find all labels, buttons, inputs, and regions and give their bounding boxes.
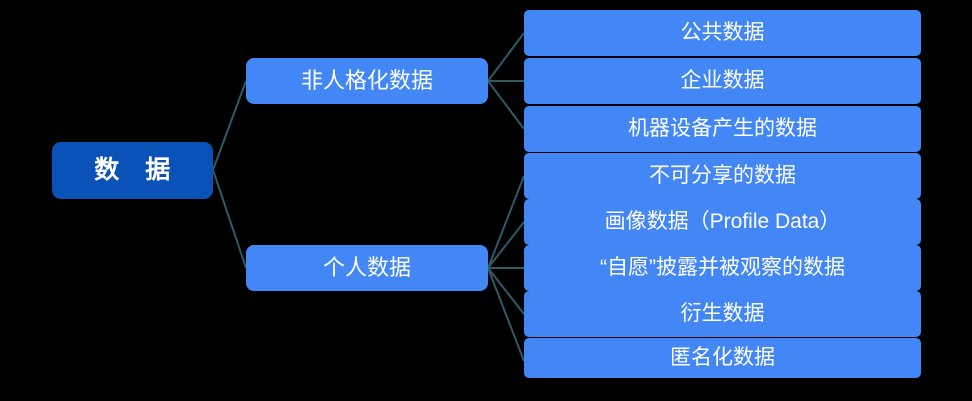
connector-branch-2-to-leaf-4 [487,175,525,269]
node-leaf-non-shareable-data[interactable]: 不可分享的数据 [524,153,921,199]
node-leaf-profile-data[interactable]: 画像数据（Profile Data） [524,199,921,245]
connector-branch-1-to-leaf-1 [487,32,525,82]
connector-branch-2-to-leaf-8 [487,267,525,362]
node-leaf-machine-generated-data[interactable]: 机器设备产生的数据 [524,106,921,152]
node-branch-non-personal-data[interactable]: 非人格化数据 [246,58,488,104]
node-leaf-public-data[interactable]: 公共数据 [524,10,921,56]
node-leaf-voluntarily-disclosed-observed-data[interactable]: “自愿”披露并被观察的数据 [524,245,921,291]
node-root-data[interactable]: 数 据 [52,142,213,199]
node-leaf-anonymized-data[interactable]: 匿名化数据 [524,338,921,378]
connector-root-to-branch-1 [212,80,247,171]
node-leaf-derived-data[interactable]: 衍生数据 [524,291,921,337]
node-leaf-enterprise-data[interactable]: 企业数据 [524,58,921,104]
node-branch-personal-data[interactable]: 个人数据 [246,245,488,291]
connector-branch-2-to-leaf-7 [487,267,525,315]
connector-branch-2-to-leaf-5 [487,221,525,269]
connector-root-to-branch-2 [212,169,247,269]
connector-branch-1-to-leaf-3 [487,80,525,130]
